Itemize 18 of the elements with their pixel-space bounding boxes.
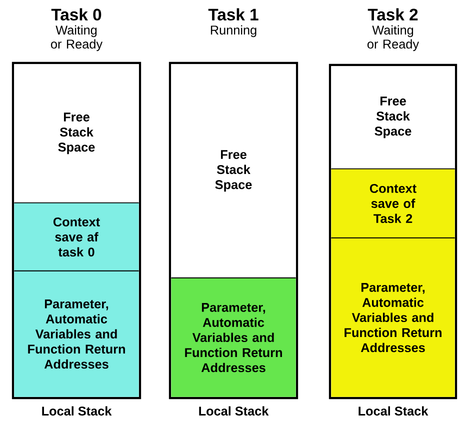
stack-caption: Local Stack xyxy=(199,406,269,416)
stack-segment: Context save af task 0 xyxy=(14,203,139,271)
stack-caption: Local Stack xyxy=(42,406,112,416)
node-label: Parameter, Automatic Variables and Function Return Addresses xyxy=(344,283,442,352)
status-label: Waiting or Ready xyxy=(367,25,420,52)
task-heading: Task 2 xyxy=(368,8,418,21)
stack-caption: Local Stack xyxy=(358,406,428,416)
status-label: Running xyxy=(210,25,256,38)
stack-segment: Parameter, Automatic Variables and Function Return Addresses xyxy=(171,278,296,397)
task-heading: Task 0 xyxy=(51,8,102,21)
status-label: Waiting or Ready xyxy=(50,25,103,52)
free-space-segment: Free Stack Space xyxy=(171,64,296,278)
stack-segment: Parameter, Automatic Variables and Function Return Addresses xyxy=(14,271,139,397)
task-heading: Task 1 xyxy=(208,8,258,21)
free-space-segment: Free Stack Space xyxy=(14,64,139,203)
node-label: Parameter, Automatic Variables and Function Return Addresses xyxy=(28,300,125,369)
stack-segment: Context save of Task 2 xyxy=(331,169,455,238)
free-space-segment: Free Stack Space xyxy=(331,66,455,169)
